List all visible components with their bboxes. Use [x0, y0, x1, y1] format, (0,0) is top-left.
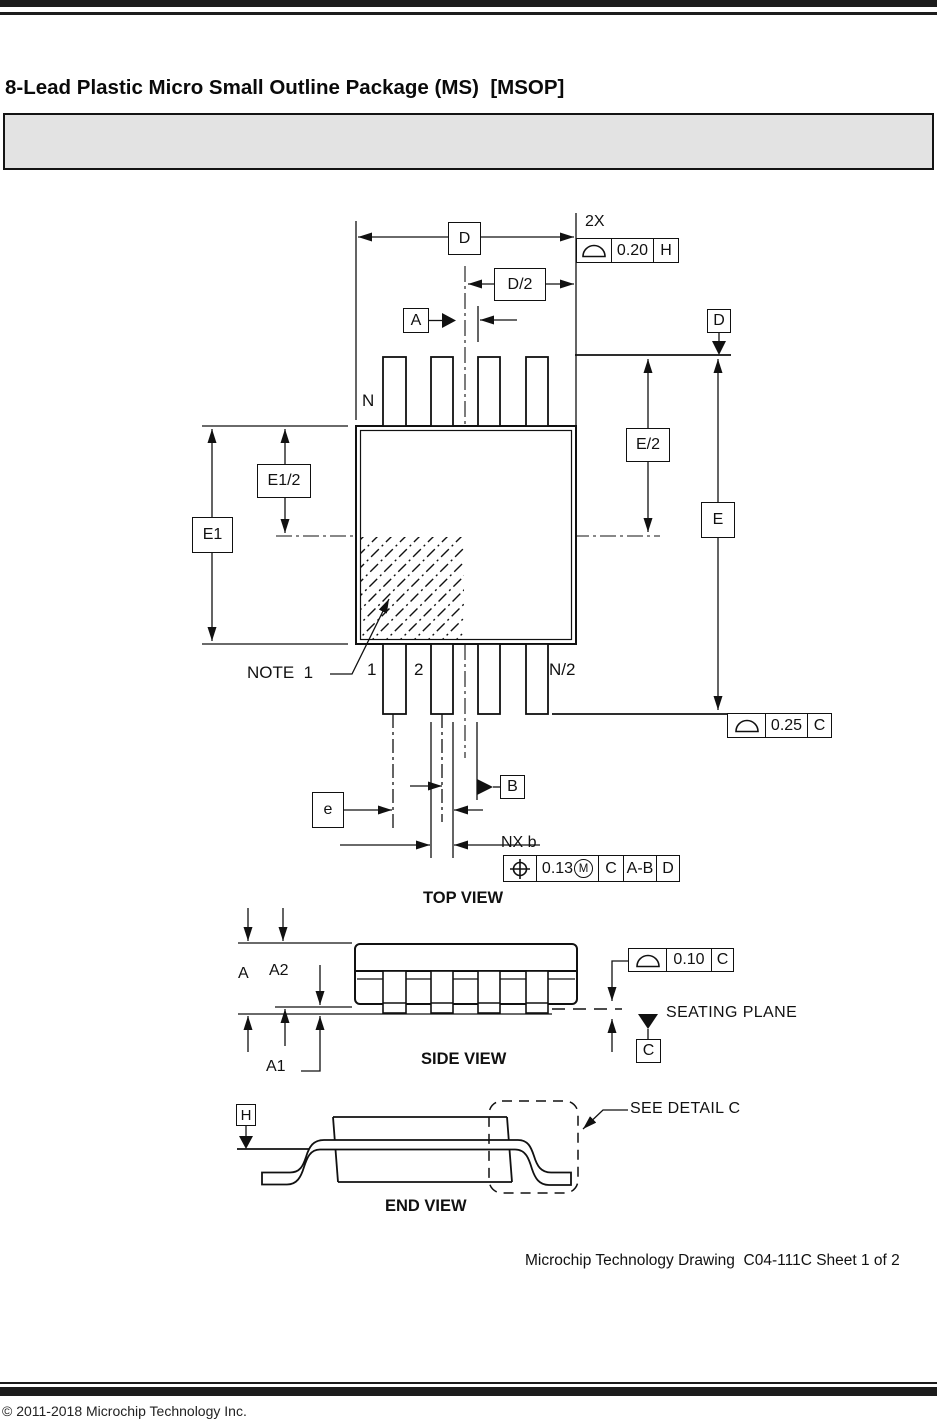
fcf-top-value: 0.20: [611, 239, 653, 262]
fcf-010-leader: [607, 960, 628, 1001]
fcf-position-datum3: D: [656, 856, 679, 881]
fcf-position-013: 0.13 M C A-B D: [503, 855, 680, 882]
dim-box-E12: E1/2: [257, 464, 311, 498]
dim-A1-label: A1: [266, 1058, 286, 1075]
fcf-profile-010-C: 0.10 C: [628, 948, 734, 972]
side-body-outline: [354, 943, 578, 1005]
datum-box-H: H: [236, 1104, 256, 1126]
dim-box-E1: E1: [192, 517, 233, 553]
top-view-linework: [202, 213, 731, 858]
fcf-top-datum: H: [653, 239, 678, 262]
pin1-label: 1: [367, 660, 377, 679]
fcf-position-value: 0.13: [541, 859, 574, 877]
qty-2x-label: 2X: [585, 213, 605, 230]
top-leads: [382, 356, 549, 427]
pin2-label: 2: [414, 660, 424, 679]
dim-box-E2: E/2: [626, 428, 670, 462]
lead-ribbon-profile: [261, 1139, 572, 1186]
fcf-position-value-cell: 0.13 M: [536, 856, 598, 881]
fcf-side-datum: C: [711, 949, 733, 971]
top-thick-rule: [0, 0, 937, 7]
datum-b-triangle: [477, 779, 493, 795]
datum-box-D-right: D: [707, 309, 731, 333]
datum-box-B: B: [500, 775, 525, 799]
datum-a-triangle: [442, 313, 456, 328]
dim-box-E: E: [701, 502, 735, 538]
top-view-caption: TOP VIEW: [423, 889, 504, 907]
top-thin-rule: [0, 12, 937, 15]
fcf-position-datum2: A-B: [623, 856, 656, 881]
dim-A-label: A: [238, 965, 249, 982]
dim-box-D2: D/2: [494, 268, 546, 301]
fcf-side-value: 0.10: [666, 949, 711, 971]
fcf-profile-025-C: 0.25 C: [727, 713, 832, 738]
see-detail-c-label: SEE DETAIL C: [630, 1100, 741, 1117]
note-box: [3, 113, 934, 170]
fcf-position-datum1: C: [598, 856, 623, 881]
true-position-icon: [504, 856, 536, 881]
side-view-linework: [238, 908, 658, 1072]
bottom-thick-rule: [0, 1387, 937, 1396]
end-view-linework: [237, 1100, 628, 1194]
datum-box-C: C: [636, 1039, 661, 1063]
fcf-bottom-datum: C: [807, 714, 831, 737]
bottom-thin-rule: [0, 1382, 937, 1384]
dim-box-e: e: [312, 792, 344, 828]
datum-d-triangle: [712, 341, 726, 355]
copyright-text: © 2011-2018 Microchip Technology Inc.: [2, 1403, 247, 1419]
note1-label: NOTE 1: [247, 663, 314, 682]
profile-of-surface-icon: [728, 714, 765, 737]
mmc-modifier-icon: M: [574, 859, 594, 878]
side-view-caption: SIDE VIEW: [421, 1050, 507, 1068]
datum-c-triangle: [638, 1014, 658, 1029]
pin-count-label: N: [362, 391, 375, 410]
nx-b-label: NX b: [501, 834, 537, 851]
drawing-credit: Microchip Technology Drawing C04-111C Sh…: [525, 1252, 900, 1269]
package-body-inner-outline: [359, 429, 573, 641]
profile-of-surface-icon: [629, 949, 666, 971]
note1-leader: [330, 598, 390, 675]
side-leads: [382, 970, 549, 1014]
page-title: 8-Lead Plastic Micro Small Outline Packa…: [5, 76, 565, 99]
package-body-outline: [355, 425, 577, 645]
see-detail-leader: [582, 1109, 628, 1130]
end-view-caption: END VIEW: [385, 1197, 467, 1215]
profile-of-surface-icon: [577, 239, 611, 262]
fcf-profile-020-H: 0.20 H: [576, 238, 679, 263]
seating-plane-label: SEATING PLANE: [666, 1004, 798, 1021]
fcf-bottom-value: 0.25: [765, 714, 807, 737]
pin-n2-label: N/2: [549, 660, 576, 679]
dim-box-D: D: [448, 222, 481, 255]
dim-A2-label: A2: [269, 962, 289, 979]
pin1-index-hatch: [361, 537, 464, 640]
dim-A1-elbow: [301, 1016, 325, 1072]
bottom-leads: [382, 643, 549, 715]
datum-h-triangle: [239, 1136, 253, 1149]
datum-box-A: A: [403, 308, 429, 333]
